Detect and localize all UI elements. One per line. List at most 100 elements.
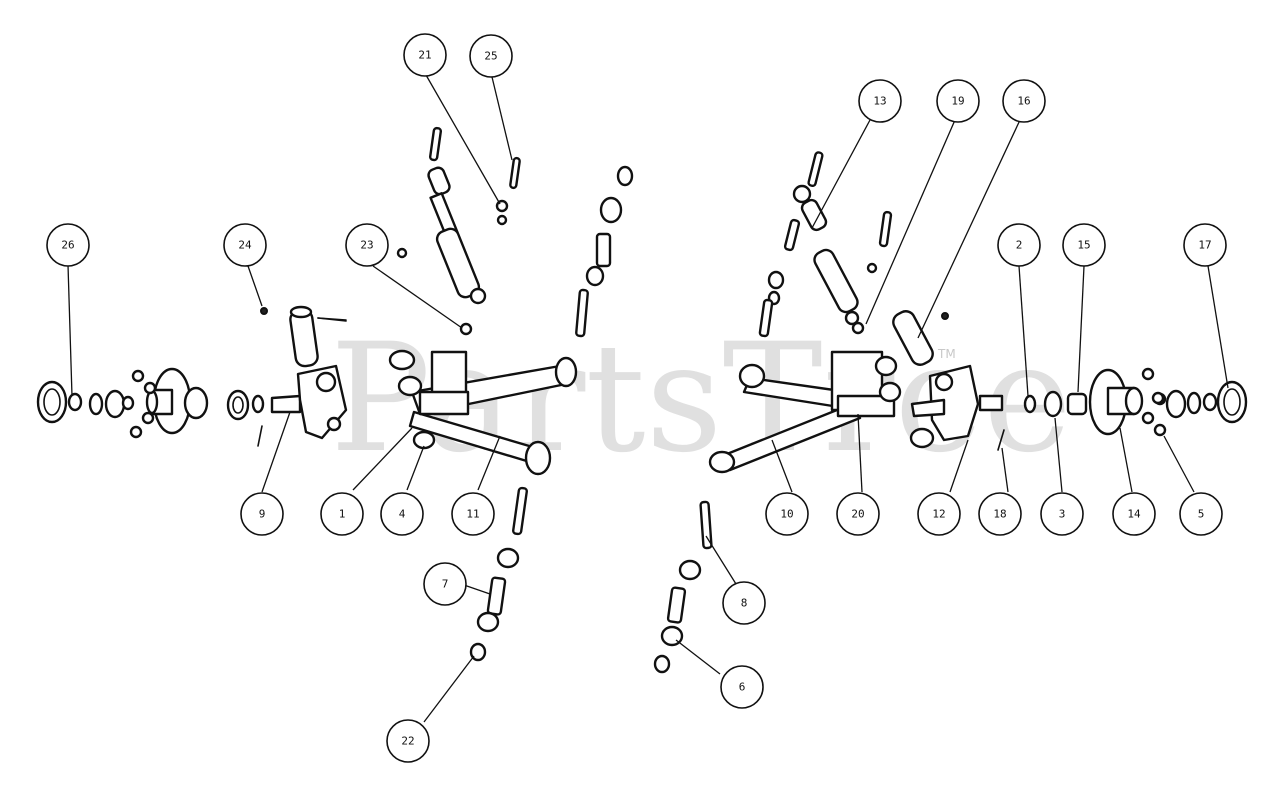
- nut-23: [459, 322, 473, 336]
- right-assembly: [653, 151, 1248, 674]
- bearing-15: [1066, 392, 1088, 416]
- spindle-shaft-left: [270, 394, 302, 414]
- bolt-lower-left: [512, 486, 528, 536]
- callout-label: 18: [993, 508, 1006, 521]
- lug-nut-5: [1153, 423, 1167, 437]
- a-frame-bushing-top-left: [554, 356, 578, 388]
- callout-20: 20: [836, 492, 880, 536]
- callout-3: 3: [1040, 492, 1084, 536]
- a-frame-bushing-bottom-right: [708, 450, 736, 474]
- callout-label: 15: [1077, 239, 1090, 252]
- bolt-25: [509, 156, 521, 190]
- washer-right-outer: [1186, 391, 1202, 415]
- callout-label: 20: [851, 508, 864, 521]
- lug-nut-right-3: [1141, 411, 1155, 425]
- a-frame-bushing-bottom-left: [524, 440, 552, 476]
- callout-label: 5: [1198, 508, 1205, 521]
- callout-label: 16: [1017, 95, 1030, 108]
- callout-label: 9: [259, 508, 266, 521]
- callout-2: 2: [997, 223, 1041, 267]
- callout-1: 1: [320, 492, 364, 536]
- watermark-trademark: TM: [937, 347, 956, 361]
- bearing-race-3: [1043, 390, 1063, 418]
- callout-label: 22: [401, 735, 414, 748]
- washer-left-outer: [88, 392, 104, 416]
- callout-label: 12: [932, 508, 945, 521]
- roll-pin-left: [257, 425, 263, 447]
- bushing-4: [412, 430, 436, 450]
- bolt-8: [699, 500, 713, 550]
- lug-nut-right-2: [1151, 391, 1165, 405]
- callout-8: 8: [722, 581, 766, 625]
- callout-26: 26: [46, 223, 90, 267]
- callout-19: 19: [936, 79, 980, 123]
- callout-label: 2: [1016, 239, 1023, 252]
- sleeve-column: [595, 232, 612, 268]
- roll-pin-18: [997, 429, 1005, 451]
- bushing-1b: [397, 375, 423, 397]
- lug-nut-left-4: [129, 425, 143, 439]
- nut-22: [469, 642, 487, 662]
- callout-10: 10: [765, 492, 809, 536]
- callout-15: 15: [1062, 223, 1106, 267]
- callout-12: 12: [917, 492, 961, 536]
- grease-fitting-24: [260, 307, 268, 315]
- callout-label: 26: [61, 239, 74, 252]
- kingpin-16: [892, 310, 934, 366]
- callout-label: 21: [418, 49, 431, 62]
- callout-label: 14: [1127, 508, 1141, 521]
- callout-9: 9: [240, 492, 284, 536]
- bolt-upper-left: [428, 126, 442, 162]
- lug-nut-left-1: [131, 369, 145, 383]
- leader-lines: [67, 74, 1229, 723]
- left-assembly: [36, 126, 634, 662]
- washer-2: [1023, 394, 1037, 414]
- callout-21: 21: [403, 33, 447, 77]
- bearing-left-outer: [104, 389, 126, 419]
- callout-label: 24: [238, 239, 252, 252]
- callout-5: 5: [1179, 492, 1223, 536]
- sleeve-lower-right: [666, 586, 687, 624]
- callout-6: 6: [720, 665, 764, 709]
- callout-label: 8: [741, 597, 748, 610]
- lug-nut-left-3: [141, 411, 155, 425]
- bearing-right-outer: [1165, 389, 1187, 419]
- nut-small-left: [396, 247, 408, 259]
- callout-23: 23: [345, 223, 389, 267]
- callout-label: 1: [339, 508, 346, 521]
- spindle-shaft-right: [978, 394, 1004, 412]
- spacer-column-upper: [599, 196, 623, 224]
- bearing-race-left: [226, 389, 250, 421]
- callout-label: 23: [360, 239, 373, 252]
- spacer-lower-right: [678, 559, 702, 581]
- lug-nut-left-2: [143, 381, 157, 395]
- a-frame-bushing-top-right: [738, 363, 766, 389]
- callout-label: 25: [484, 50, 497, 63]
- callout-17: 17: [1183, 223, 1227, 267]
- bolt-column: [575, 288, 589, 338]
- lug-nut-right-1: [1141, 367, 1155, 381]
- nut-left-outer: [67, 392, 83, 412]
- spacer-lower-left: [496, 547, 520, 569]
- bolt-13: [783, 218, 801, 252]
- washer-left-inner: [251, 394, 265, 414]
- callout-24: 24: [223, 223, 267, 267]
- callout-25: 25: [469, 34, 513, 78]
- shock-absorber-right: [800, 198, 860, 326]
- callout-label: 10: [780, 508, 793, 521]
- bushing-1a: [388, 349, 416, 371]
- nut-column-top: [616, 165, 634, 187]
- sleeve-7: [486, 576, 507, 616]
- callout-label: 19: [951, 95, 964, 108]
- shock-absorber-left: [427, 166, 487, 305]
- hub-cap-left: [36, 380, 68, 424]
- callout-7: 7: [423, 562, 467, 606]
- callout-label: 11: [466, 508, 479, 521]
- bolt-right-upper: [878, 210, 893, 248]
- hub-cap-right: [1216, 380, 1248, 424]
- callout-22: 22: [386, 719, 430, 763]
- callout-label: 17: [1198, 239, 1211, 252]
- callout-label: 13: [873, 95, 886, 108]
- callout-label: 7: [442, 578, 449, 591]
